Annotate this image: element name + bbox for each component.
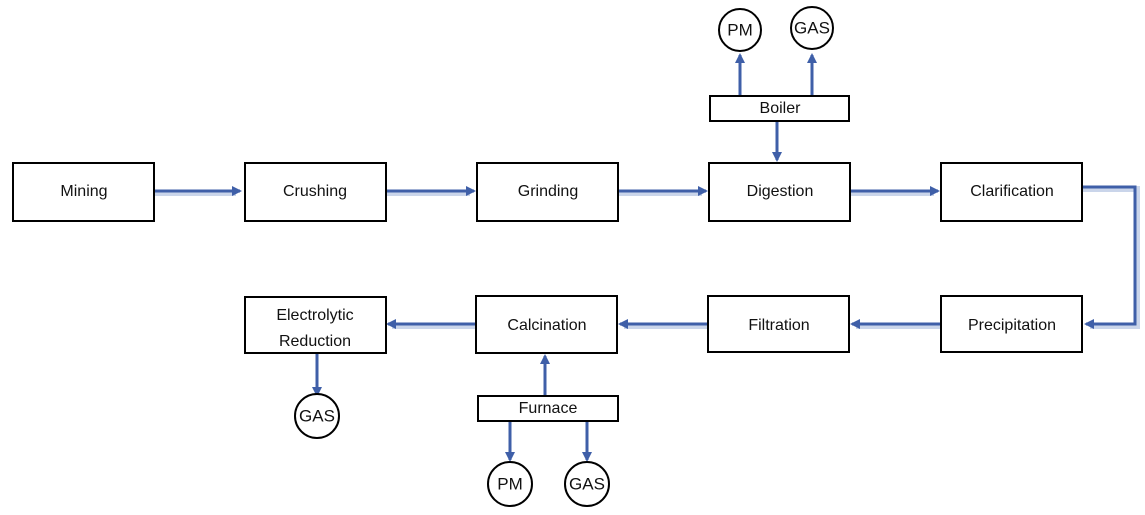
flow-arrows — [154, 53, 1140, 462]
node-precipitation-label: Precipitation — [968, 317, 1056, 334]
emission-boiler-gas-label: GAS — [794, 18, 830, 37]
emission-electrolytic-gas-label: GAS — [299, 406, 335, 425]
node-boiler: Boiler — [709, 95, 850, 122]
node-electrolytic-reduction-label-line2: Reduction — [279, 333, 351, 350]
emission-furnace-pm-label: PM — [497, 474, 523, 493]
node-crushing: Crushing — [244, 162, 387, 222]
node-calcination: Calcination — [475, 295, 618, 354]
node-furnace: Furnace — [477, 395, 619, 422]
emission-boiler-gas: GAS — [790, 6, 834, 50]
emission-electrolytic-gas: GAS — [294, 393, 340, 439]
node-precipitation: Precipitation — [940, 295, 1083, 353]
emission-furnace-gas-label: GAS — [569, 474, 605, 493]
node-mining: Mining — [12, 162, 155, 222]
node-filtration: Filtration — [707, 295, 850, 353]
node-furnace-label: Furnace — [519, 400, 578, 417]
emission-boiler-pm-label: PM — [727, 20, 753, 39]
node-digestion-label: Digestion — [747, 183, 814, 200]
node-clarification: Clarification — [940, 162, 1083, 222]
node-electrolytic-reduction-label-line1: Electrolytic — [276, 307, 353, 324]
node-digestion: Digestion — [708, 162, 851, 222]
node-boiler-label: Boiler — [760, 100, 802, 117]
node-crushing-label: Crushing — [283, 183, 347, 200]
emission-furnace-pm: PM — [487, 461, 533, 507]
node-electrolytic-reduction: Electrolytic Reduction — [244, 296, 387, 354]
node-grinding: Grinding — [476, 162, 619, 222]
node-filtration-label: Filtration — [748, 317, 809, 334]
node-clarification-label: Clarification — [970, 183, 1054, 200]
node-calcination-label: Calcination — [507, 317, 586, 334]
emission-furnace-gas: GAS — [564, 461, 610, 507]
node-mining-label: Mining — [60, 183, 107, 200]
node-grinding-label: Grinding — [518, 183, 578, 200]
arrow-clarification-to-precipitation — [1082, 185, 1137, 329]
emission-boiler-pm: PM — [718, 8, 762, 52]
